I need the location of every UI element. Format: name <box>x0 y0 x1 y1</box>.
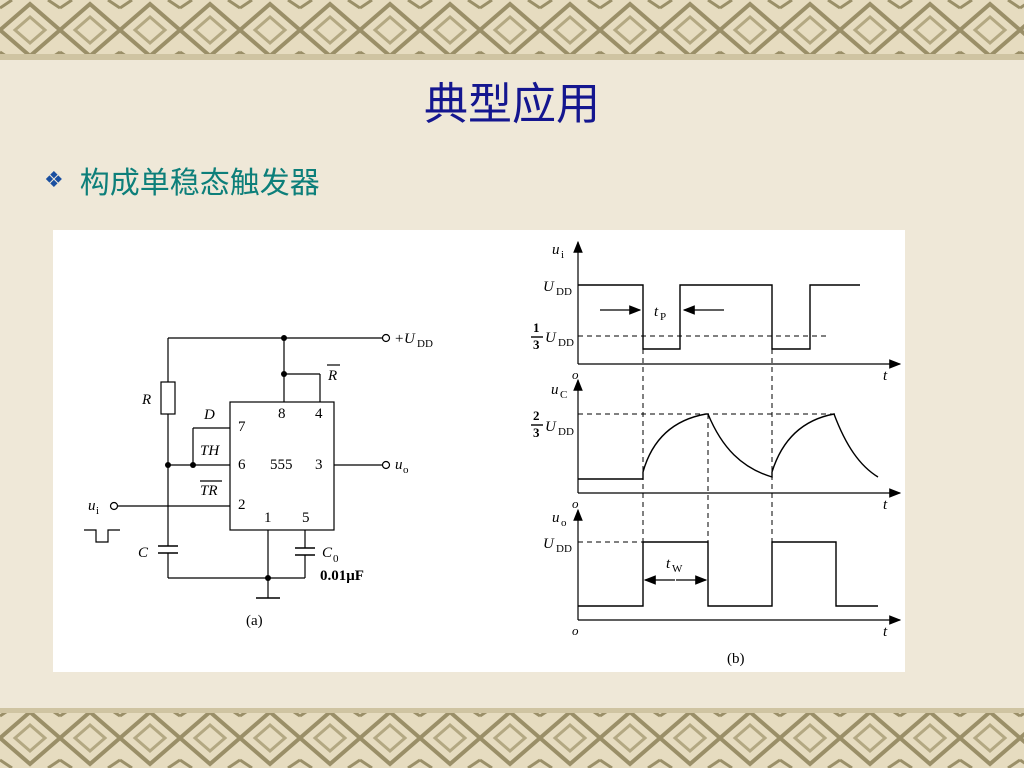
waveform-traces <box>578 284 879 607</box>
ui-trace <box>578 284 860 350</box>
cap0-symbol: C <box>322 545 333 561</box>
pin7-number: 7 <box>238 419 246 435</box>
pin-tr-label: TR <box>200 483 218 499</box>
uc-trace <box>578 413 879 480</box>
bullet-text: 构成单稳态触发器 <box>79 166 320 201</box>
one-third-denominator: 3 <box>533 337 540 352</box>
uc-origin: o <box>572 496 579 511</box>
diamond-bullet-icon: ❖ <box>44 167 64 192</box>
chip-555-body <box>229 401 335 531</box>
waveform-labels: u i U DD 1 3 U DD o t t P u C 2 3 U DD o… <box>533 242 888 667</box>
ui-axis-subscript: i <box>561 249 564 261</box>
tp-subscript: P <box>660 311 666 323</box>
figure-svg: + U DD R R D TH TR 7 8 4 6 555 3 2 1 5 u… <box>84 240 902 667</box>
uc-time-label: t <box>883 497 888 513</box>
pin3-number: 3 <box>315 457 323 473</box>
uo-time-label: t <box>883 624 888 640</box>
uo-axis-symbol: u <box>552 510 560 526</box>
junction-dot <box>165 462 171 468</box>
waveform-guides <box>578 335 836 606</box>
uo-udd-subscript: DD <box>556 543 572 555</box>
bottom-decorative-border <box>0 708 1024 768</box>
two-thirds-udd-symbol: U <box>545 419 557 435</box>
caption-a: (a) <box>246 613 263 629</box>
output-symbol: u <box>395 457 403 473</box>
input-pulse-symbol <box>84 529 120 543</box>
pin8-number: 8 <box>278 406 286 422</box>
supply-terminal <box>381 333 391 343</box>
pin4-number: 4 <box>315 406 323 422</box>
input-terminal <box>109 501 119 511</box>
uc-axis-symbol: u <box>551 382 559 398</box>
ui-udd-subscript: DD <box>556 286 572 298</box>
uo-axis-subscript: o <box>561 517 567 529</box>
uo-udd-symbol: U <box>543 536 555 552</box>
figure-panel: + U DD R R D TH TR 7 8 4 6 555 3 2 1 5 u… <box>53 230 905 672</box>
junction-dot <box>281 335 287 341</box>
bullet-item: ❖ 构成单稳态触发器 <box>44 160 320 201</box>
junction-dot <box>281 371 287 377</box>
input-subscript: i <box>96 505 99 517</box>
output-terminal <box>381 460 391 470</box>
input-symbol: u <box>88 498 96 514</box>
one-third-numerator: 1 <box>533 320 540 335</box>
one-third-udd-subscript: DD <box>558 337 574 349</box>
ui-time-label: t <box>883 368 888 384</box>
ui-origin: o <box>572 367 579 382</box>
cap0-value: 0.01μF <box>320 568 364 584</box>
resistor-body <box>160 381 176 415</box>
uo-origin: o <box>572 623 579 638</box>
junction-dot <box>265 575 271 581</box>
two-thirds-numerator: 2 <box>533 408 540 423</box>
one-third-udd-symbol: U <box>545 330 557 346</box>
top-decorative-border <box>0 0 1024 60</box>
cap0-subscript: 0 <box>333 553 339 565</box>
circuit-diagram <box>84 333 391 599</box>
uc-axis-subscript: C <box>560 389 567 401</box>
waveform-axes <box>573 240 902 625</box>
supply-subscript: DD <box>417 338 433 350</box>
slide-title: 典型应用 <box>424 79 600 130</box>
supply-symbol: U <box>404 331 416 347</box>
ui-udd-symbol: U <box>543 279 555 295</box>
pin2-number: 2 <box>238 497 246 513</box>
circuit-junctions <box>165 335 287 581</box>
caption-b: (b) <box>727 651 745 667</box>
reset-label: R <box>327 368 337 384</box>
two-thirds-denominator: 3 <box>533 425 540 440</box>
pin-th-label: TH <box>200 443 220 459</box>
two-thirds-udd-subscript: DD <box>558 426 574 438</box>
pin6-number: 6 <box>238 457 246 473</box>
supply-plus: + <box>395 331 403 347</box>
waveform-markers <box>531 305 724 585</box>
output-subscript: o <box>403 464 409 476</box>
pin-d-label: D <box>203 407 215 423</box>
tp-symbol: t <box>654 304 659 320</box>
tw-symbol: t <box>666 556 671 572</box>
pin1-number: 1 <box>264 510 272 526</box>
uo-trace <box>578 541 878 607</box>
circuit-labels: + U DD R R D TH TR 7 8 4 6 555 3 2 1 5 u… <box>88 331 433 629</box>
resistor-label: R <box>141 392 151 408</box>
tw-subscript: W <box>672 563 683 575</box>
cap-left-label: C <box>138 545 149 561</box>
chip-label: 555 <box>270 457 293 473</box>
pin5-number: 5 <box>302 510 310 526</box>
ui-axis-symbol: u <box>552 242 560 258</box>
junction-dot <box>190 462 196 468</box>
